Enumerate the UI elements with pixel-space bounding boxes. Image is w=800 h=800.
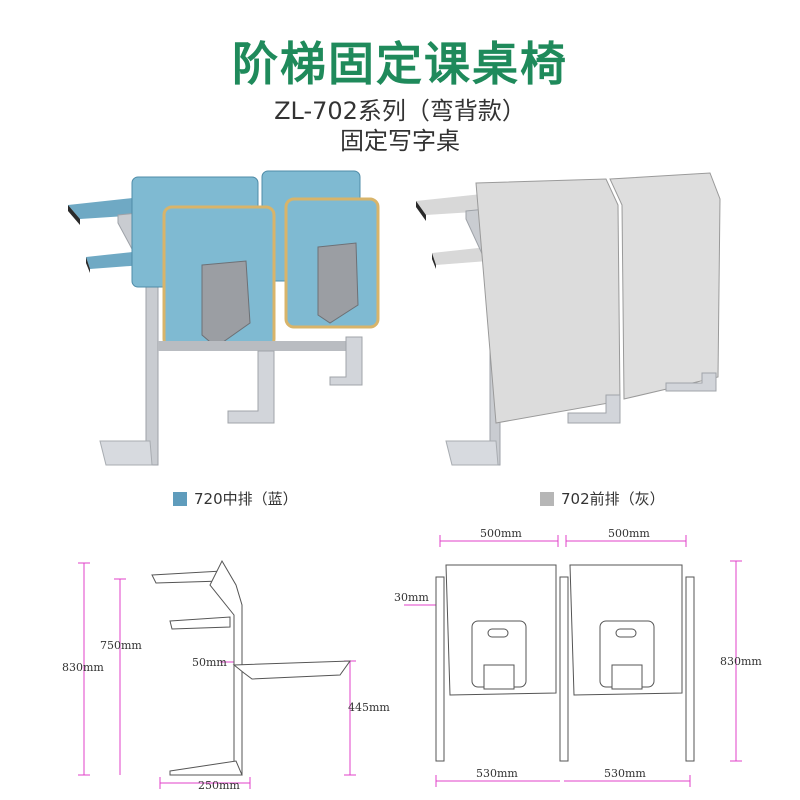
page-title: 阶梯固定课桌椅	[232, 37, 568, 91]
grey-desk-chair-image	[416, 172, 721, 466]
dim-530-left: 530mm	[476, 767, 518, 780]
legend-grey-label: 702前排（灰）	[561, 490, 665, 508]
dim-530-right: 530mm	[604, 767, 646, 780]
dim-250: 250mm	[198, 779, 240, 792]
dim-500-right: 500mm	[608, 527, 650, 540]
grey-swatch	[540, 491, 554, 506]
side-view-drawing: 750mm 830mm 50mm 445mm 250mm	[62, 559, 390, 792]
blue-desk-chair-image	[68, 170, 380, 466]
dim-500-left: 500mm	[480, 527, 522, 540]
legend-grey: 702前排（灰）	[540, 488, 665, 509]
subtitle: ZL-702系列（弯背款） 固定写字桌	[0, 96, 800, 156]
dim-830-side: 830mm	[62, 661, 104, 674]
subtitle-type: 固定写字桌	[340, 127, 460, 155]
dim-30: 30mm	[394, 591, 429, 604]
dim-830-front: 830mm	[720, 655, 762, 668]
dim-50: 50mm	[192, 656, 227, 669]
subtitle-series: ZL-702系列（弯背款）	[274, 97, 526, 125]
dim-750: 750mm	[100, 639, 142, 652]
dim-445: 445mm	[348, 701, 390, 714]
blue-swatch	[173, 491, 187, 506]
legend-blue-label: 720中排（蓝）	[194, 490, 298, 508]
front-view-drawing: 500mm 500mm 30mm 830mm 530mm 530mm	[394, 527, 762, 787]
legend-blue: 720中排（蓝）	[173, 488, 298, 509]
